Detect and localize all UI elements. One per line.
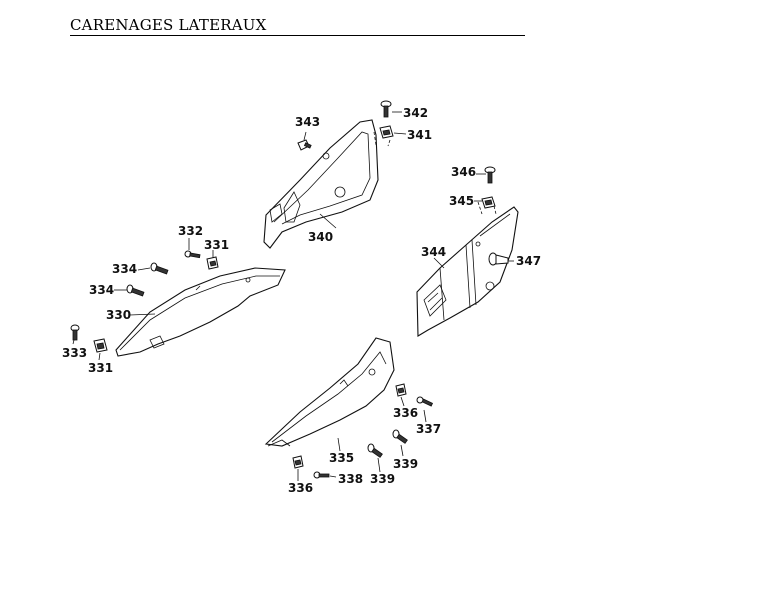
callout-331-lower: 331 (88, 361, 113, 375)
callout-334-lower: 334 (89, 283, 114, 297)
callout-338: 338 (338, 472, 363, 486)
leader-lines (72, 173, 486, 481)
callout-339-lower: 339 (370, 472, 395, 486)
callout-334-upper: 334 (112, 262, 137, 276)
callout-344: 344 (421, 245, 446, 259)
part-330-left-side-cover (115, 267, 286, 357)
part-345-clip (477, 196, 497, 215)
part-339-screw-upper (392, 429, 408, 444)
part-347-plug (488, 252, 514, 266)
part-331-clip-upper (206, 256, 219, 270)
part-342-screw (380, 100, 402, 118)
callout-336-right: 336 (393, 406, 418, 420)
part-338-screw (313, 471, 330, 479)
callout-336-lower: 336 (288, 481, 313, 495)
callout-335: 335 (329, 451, 354, 465)
part-331-clip-lower (93, 338, 108, 353)
part-335-lower-cover (264, 337, 395, 447)
part-340-upper-left-panel (263, 119, 379, 249)
callout-341: 341 (407, 128, 432, 142)
callout-345: 345 (449, 194, 474, 208)
part-343-screw (297, 131, 312, 151)
part-336-clip-right (395, 383, 407, 397)
callout-343: 343 (295, 115, 320, 129)
callout-337: 337 (416, 422, 441, 436)
callout-labels: 343 342 341 340 346 345 344 347 332 331 … (62, 106, 541, 495)
part-346-screw (484, 166, 496, 184)
callout-330: 330 (106, 308, 131, 322)
part-344-right-panel (416, 206, 519, 337)
callout-333: 333 (62, 346, 87, 360)
part-333-screw (70, 324, 80, 341)
part-341-clip (373, 125, 407, 147)
callout-342: 342 (403, 106, 428, 120)
part-339-screw-lower (367, 443, 383, 458)
part-332-screw (184, 250, 201, 259)
callout-346: 346 (451, 165, 476, 179)
callout-332: 332 (178, 224, 203, 238)
callout-340: 340 (308, 230, 333, 244)
part-336-clip-lower (292, 455, 304, 469)
part-334-bolt-lower (126, 284, 145, 297)
callout-347: 347 (516, 254, 541, 268)
diagram-title: CARENAGES LATERAUX (70, 16, 525, 36)
part-337-screw (416, 396, 434, 407)
part-334-bolt-upper (150, 262, 169, 275)
callout-339-upper: 339 (393, 457, 418, 471)
callout-331-upper: 331 (204, 238, 229, 252)
